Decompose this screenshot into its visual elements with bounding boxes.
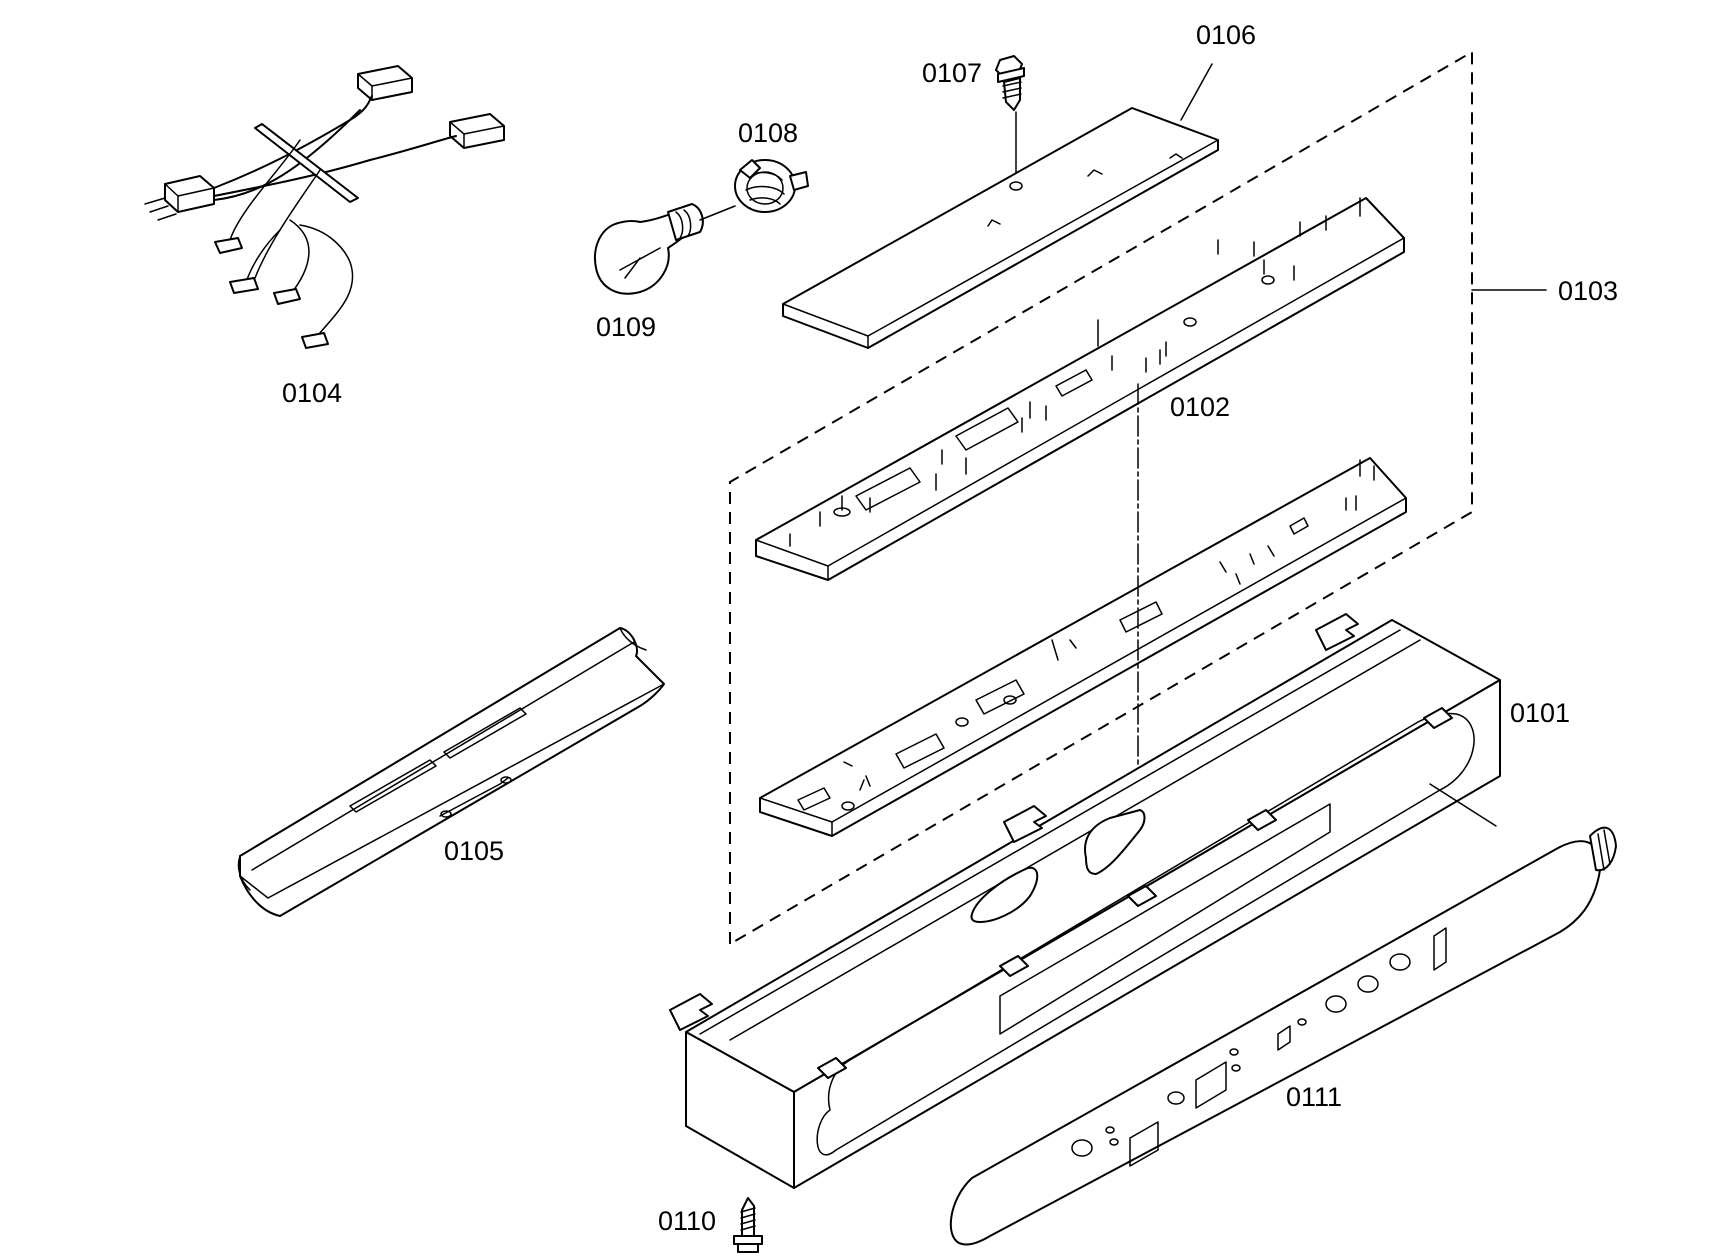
wire-harness-0104[interactable] xyxy=(144,65,505,349)
lamp-socket-0108[interactable] xyxy=(734,159,809,213)
light-bulb-0109[interactable] xyxy=(594,203,736,295)
label-0110: 0110 xyxy=(658,1206,716,1236)
screw-0110[interactable] xyxy=(733,1197,763,1253)
label-0108: 0108 xyxy=(738,118,798,148)
label-0104: 0104 xyxy=(282,378,342,408)
label-0111: 0111 xyxy=(1286,1082,1342,1112)
control-housing-0101[interactable] xyxy=(669,613,1501,1189)
label-0102: 0102 xyxy=(1170,392,1230,422)
label-0105: 0105 xyxy=(444,836,504,866)
label-0109: 0109 xyxy=(596,312,656,342)
light-diffuser-0105[interactable] xyxy=(237,627,665,917)
label-0103: 0103 xyxy=(1558,276,1618,306)
assembly-outline-0103 xyxy=(729,50,1547,946)
cover-plate-0106[interactable] xyxy=(782,63,1219,349)
label-0107: 0107 xyxy=(922,58,982,88)
front-panel-0111[interactable] xyxy=(949,826,1617,1246)
circuit-board-0102[interactable] xyxy=(759,457,1407,837)
label-0106: 0106 xyxy=(1196,20,1256,50)
screw-0107[interactable] xyxy=(995,55,1025,177)
control-board-frame-0102[interactable] xyxy=(755,197,1405,581)
label-0101: 0101 xyxy=(1510,698,1570,728)
